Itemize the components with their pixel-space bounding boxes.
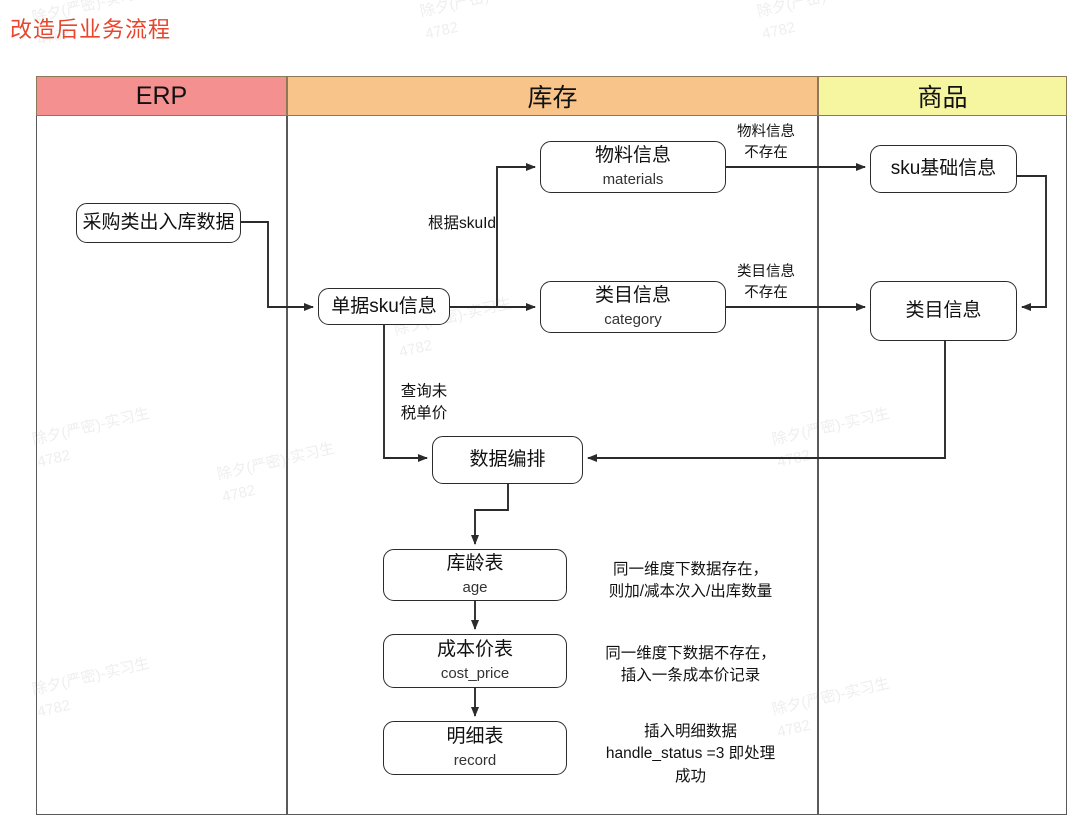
node-arrange-label: 数据编排: [469, 449, 546, 471]
lane-body-erp: [36, 116, 287, 815]
node-age-subtitle: age: [462, 579, 488, 596]
node-doc-sku-label: 单据sku信息: [331, 295, 437, 317]
node-doc-sku[interactable]: 单据sku信息: [318, 288, 450, 325]
lane-body-product: [818, 116, 1067, 815]
node-materials-subtitle: materials: [602, 171, 664, 188]
lane-header-erp-label: ERP: [135, 81, 188, 110]
edge-purchase-to-doc-sku: [241, 221, 314, 311]
annotation-age: 同一维度下数据存在， 则加/减本次入/出库数量: [608, 561, 773, 601]
edge-doc-sku-to-materials: [496, 163, 536, 307]
node-age[interactable]: 库龄表 age: [383, 549, 567, 601]
node-category-subtitle: category: [604, 311, 662, 328]
lane-header-product: 商品: [818, 76, 1067, 116]
edge-label-query-price: 查询未 税单价: [400, 383, 448, 423]
node-category-right-label: 类目信息: [905, 300, 982, 322]
node-cost-price-subtitle: cost_price: [440, 665, 510, 682]
node-category[interactable]: 类目信息 category: [540, 281, 726, 333]
edge-label-category-absent: 类目信息 不存在: [737, 264, 795, 302]
lane-header-product-label: 商品: [917, 84, 968, 112]
node-purchase[interactable]: 采购类出入库数据: [76, 203, 241, 243]
node-record-subtitle: record: [453, 752, 497, 769]
node-purchase-label: 采购类出入库数据: [82, 212, 235, 234]
lane-header-inventory: 库存: [287, 76, 818, 116]
node-materials-label: 物料信息: [594, 145, 671, 167]
node-arrange[interactable]: 数据编排: [432, 436, 583, 484]
node-sku-base[interactable]: sku基础信息: [870, 145, 1017, 193]
node-sku-base-label: sku基础信息: [890, 158, 997, 180]
edge-arrange-to-age: [471, 484, 509, 545]
edge-label-by-skuid: 根据skuId: [427, 215, 497, 232]
node-category-right[interactable]: 类目信息: [870, 281, 1017, 341]
node-cost-price-label: 成本价表: [436, 639, 513, 661]
lane-body-inventory: [287, 116, 818, 815]
page-title: 改造后业务流程: [10, 17, 172, 42]
edge-doc-sku-to-arrange: [383, 325, 428, 462]
node-age-label: 库龄表: [446, 553, 504, 575]
node-record-label: 明细表: [446, 726, 504, 748]
edge-category-right-to-arrange: [587, 341, 946, 462]
lane-header-erp: ERP: [36, 76, 287, 116]
annotation-record: 插入明细数据 handle_status =3 即处理 成功: [605, 723, 776, 785]
edge-label-material-absent: 物料信息 不存在: [737, 124, 795, 162]
node-materials[interactable]: 物料信息 materials: [540, 141, 726, 193]
edge-sku-base-to-category-right: [1017, 175, 1047, 311]
node-category-label: 类目信息: [594, 285, 671, 307]
annotation-cost-price: 同一维度下数据不存在， 插入一条成本价记录: [605, 645, 776, 685]
lane-header-inventory-label: 库存: [527, 84, 578, 112]
node-cost-price[interactable]: 成本价表 cost_price: [383, 634, 567, 688]
node-record[interactable]: 明细表 record: [383, 721, 567, 775]
